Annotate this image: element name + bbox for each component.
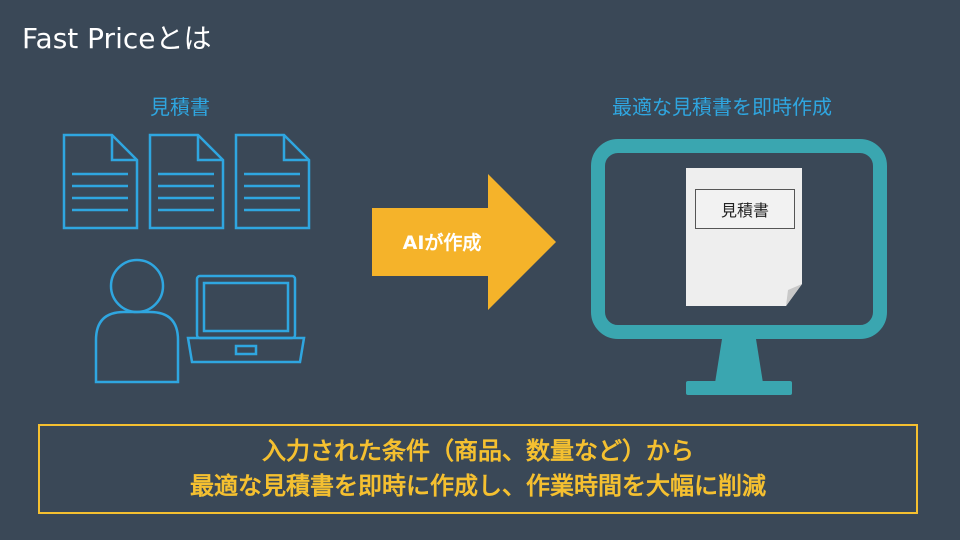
document-icon [148, 133, 225, 230]
estimate-docs-label: 見積書 [150, 95, 210, 119]
instant-estimate-label: 最適な見積書を即時作成 [612, 95, 832, 119]
arrow-icon [372, 174, 556, 310]
monitor-icon [591, 139, 887, 395]
summary-line-2: 最適な見積書を即時に作成し、作業時間を大幅に削減 [190, 472, 766, 500]
document-icon [62, 133, 139, 230]
arrow-label: AIが作成 [402, 232, 482, 254]
laptop-icon [186, 274, 306, 364]
slide-title: Fast Priceとは [22, 22, 212, 55]
summary-line-1: 入力された条件（商品、数量など）から [262, 437, 694, 466]
person-icon [94, 258, 180, 384]
document-icon [234, 133, 311, 230]
estimate-doc-label: 見積書 [695, 189, 795, 229]
summary-box: 入力された条件（商品、数量など）から 最適な見積書を即時に作成し、作業時間を大幅… [38, 424, 918, 514]
